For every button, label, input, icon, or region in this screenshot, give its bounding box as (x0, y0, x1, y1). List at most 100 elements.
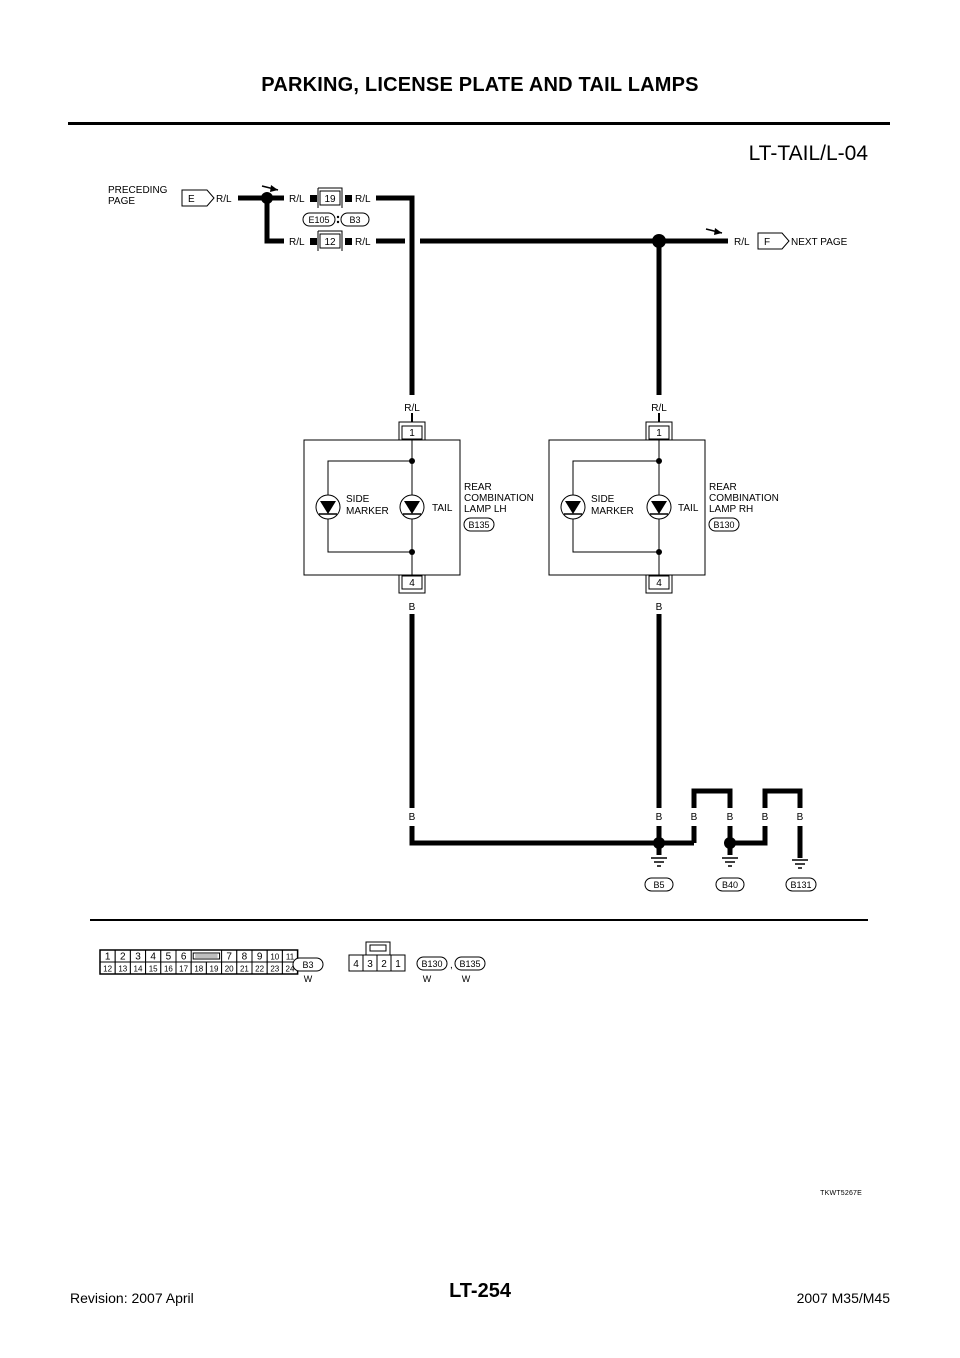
wire-color-label: B (762, 812, 769, 823)
b3-latch (192, 952, 221, 960)
b3-pin-number: 4 (150, 952, 156, 963)
b3-pin-number: 24 (286, 965, 295, 974)
lamp-connector-latch-slot (369, 944, 387, 952)
footer-page-number: LT-254 (449, 1280, 511, 1302)
wire-color-label: B (409, 602, 416, 613)
rh-pin-1: 1 (656, 428, 662, 439)
rh-tail-label: TAIL (678, 503, 699, 514)
terminal-marker (345, 238, 352, 245)
footer-revision: Revision: 2007 April (70, 1290, 194, 1306)
ground-bus-wire (409, 826, 659, 846)
b3-pin-number: 23 (270, 965, 279, 974)
b3-pin-number: 11 (286, 953, 295, 962)
ground-id-b5: B5 (653, 880, 664, 890)
lh-pin-1: 1 (409, 428, 415, 439)
ground-symbol-icon (722, 857, 738, 867)
wire-color-label: R/L (289, 194, 305, 205)
joint-bracket (317, 230, 343, 251)
ground-b40-oval (715, 877, 745, 892)
wire-color-label: B (691, 812, 698, 823)
b3-pin-number: 2 (120, 952, 126, 963)
ground-b131-oval (785, 877, 817, 892)
rh-lamp-name-1: REAR (709, 482, 737, 493)
preceding-offpage-arrow (181, 189, 215, 207)
wire-color-label: R/L (734, 237, 750, 248)
b3-pin-number: 10 (270, 953, 279, 962)
lh-lamp-name-3: LAMP LH (464, 504, 507, 515)
b3-pin-number: 8 (242, 952, 248, 963)
lamp-pin-number: 1 (395, 959, 401, 970)
rh-side-marker-label-2: MARKER (591, 506, 634, 517)
ground-symbol-icon (792, 859, 808, 869)
preceding-connector-letter: E (188, 194, 195, 205)
wire-segment (730, 826, 768, 846)
joint-pin-19: 19 (324, 194, 336, 205)
wire-color-label: B (656, 602, 663, 613)
preceding-page-label-2: PAGE (108, 196, 135, 207)
rh-pin-1-bracket (645, 421, 673, 440)
connector-id-b3-oval (340, 212, 370, 227)
lh-tail-bulb-icon (399, 494, 425, 520)
b3-face-label: B3 (302, 960, 313, 970)
b3-pin-number: 15 (149, 965, 158, 974)
connector-id-b3: B3 (349, 215, 360, 225)
b3-pin-number: 3 (135, 952, 141, 963)
footer-model: 2007 M35/M45 (796, 1290, 890, 1306)
b3-pin-number: 5 (166, 952, 172, 963)
b3-face-color: W (304, 974, 313, 984)
lamp-face-separator: , (450, 960, 453, 971)
rh-tail-bulb-icon (646, 494, 672, 520)
wire-color-label: B (409, 812, 416, 823)
wire-color-label: R/L (216, 194, 232, 205)
b3-pin-number: 1 (105, 952, 111, 963)
lh-side-marker-bulb-icon (315, 494, 341, 520)
lh-pin-4: 4 (409, 578, 415, 589)
lamp-face-conn-1: B130 (421, 959, 442, 969)
rh-side-marker-label-1: SIDE (591, 494, 615, 505)
page-title: PARKING, LICENSE PLATE AND TAIL LAMPS (261, 74, 699, 96)
lamp-face-oval-2 (454, 956, 486, 971)
wire-color-label: R/L (355, 237, 371, 248)
b3-pin-number: 14 (134, 965, 143, 974)
lamp-face-oval-1 (416, 956, 448, 971)
junction-dot (409, 549, 415, 555)
b3-pin-number: 7 (226, 952, 232, 963)
joint-pin-19-box (319, 190, 341, 206)
wire-color-label: R/L (355, 194, 371, 205)
lh-side-marker-label-2: MARKER (346, 506, 389, 517)
ground-id-b40: B40 (722, 880, 738, 890)
lamp-pin-number: 2 (381, 959, 387, 970)
wire-segment (264, 198, 284, 244)
next-offpage-arrow (757, 232, 790, 250)
figure-code: TKWT5267E (820, 1190, 862, 1197)
next-page-label: NEXT PAGE (791, 237, 848, 248)
lh-tail-label: TAIL (432, 503, 453, 514)
b3-pin-number: 20 (225, 965, 234, 974)
wire-color-label: B (656, 812, 663, 823)
lamp-face-conn-2: B135 (459, 959, 480, 969)
junction-dot (409, 458, 415, 464)
signal-direction-arrow (261, 185, 279, 192)
ground-loop-wire (762, 788, 803, 808)
rh-pin-4-bracket (645, 575, 673, 594)
ground-symbol-icon (651, 857, 667, 867)
wire-color-label: B (797, 812, 804, 823)
preceding-page-label-1: PRECEDING (108, 185, 168, 196)
joint-pin-12-box (319, 233, 341, 249)
b3-pin-number: 21 (240, 965, 249, 974)
lh-side-marker-label-1: SIDE (346, 494, 370, 505)
rh-pin-4: 4 (656, 578, 662, 589)
signal-direction-arrow (705, 228, 723, 235)
lamp-pin-number: 3 (367, 959, 373, 970)
junction-dot (656, 458, 662, 464)
colon-dot (336, 220, 340, 224)
connector-id-e105: E105 (308, 215, 329, 225)
next-connector-letter: F (764, 237, 770, 248)
b3-pin-number: 17 (179, 965, 188, 974)
terminal-marker (310, 195, 317, 202)
title-rule (68, 122, 890, 125)
b3-face-oval (292, 957, 324, 972)
